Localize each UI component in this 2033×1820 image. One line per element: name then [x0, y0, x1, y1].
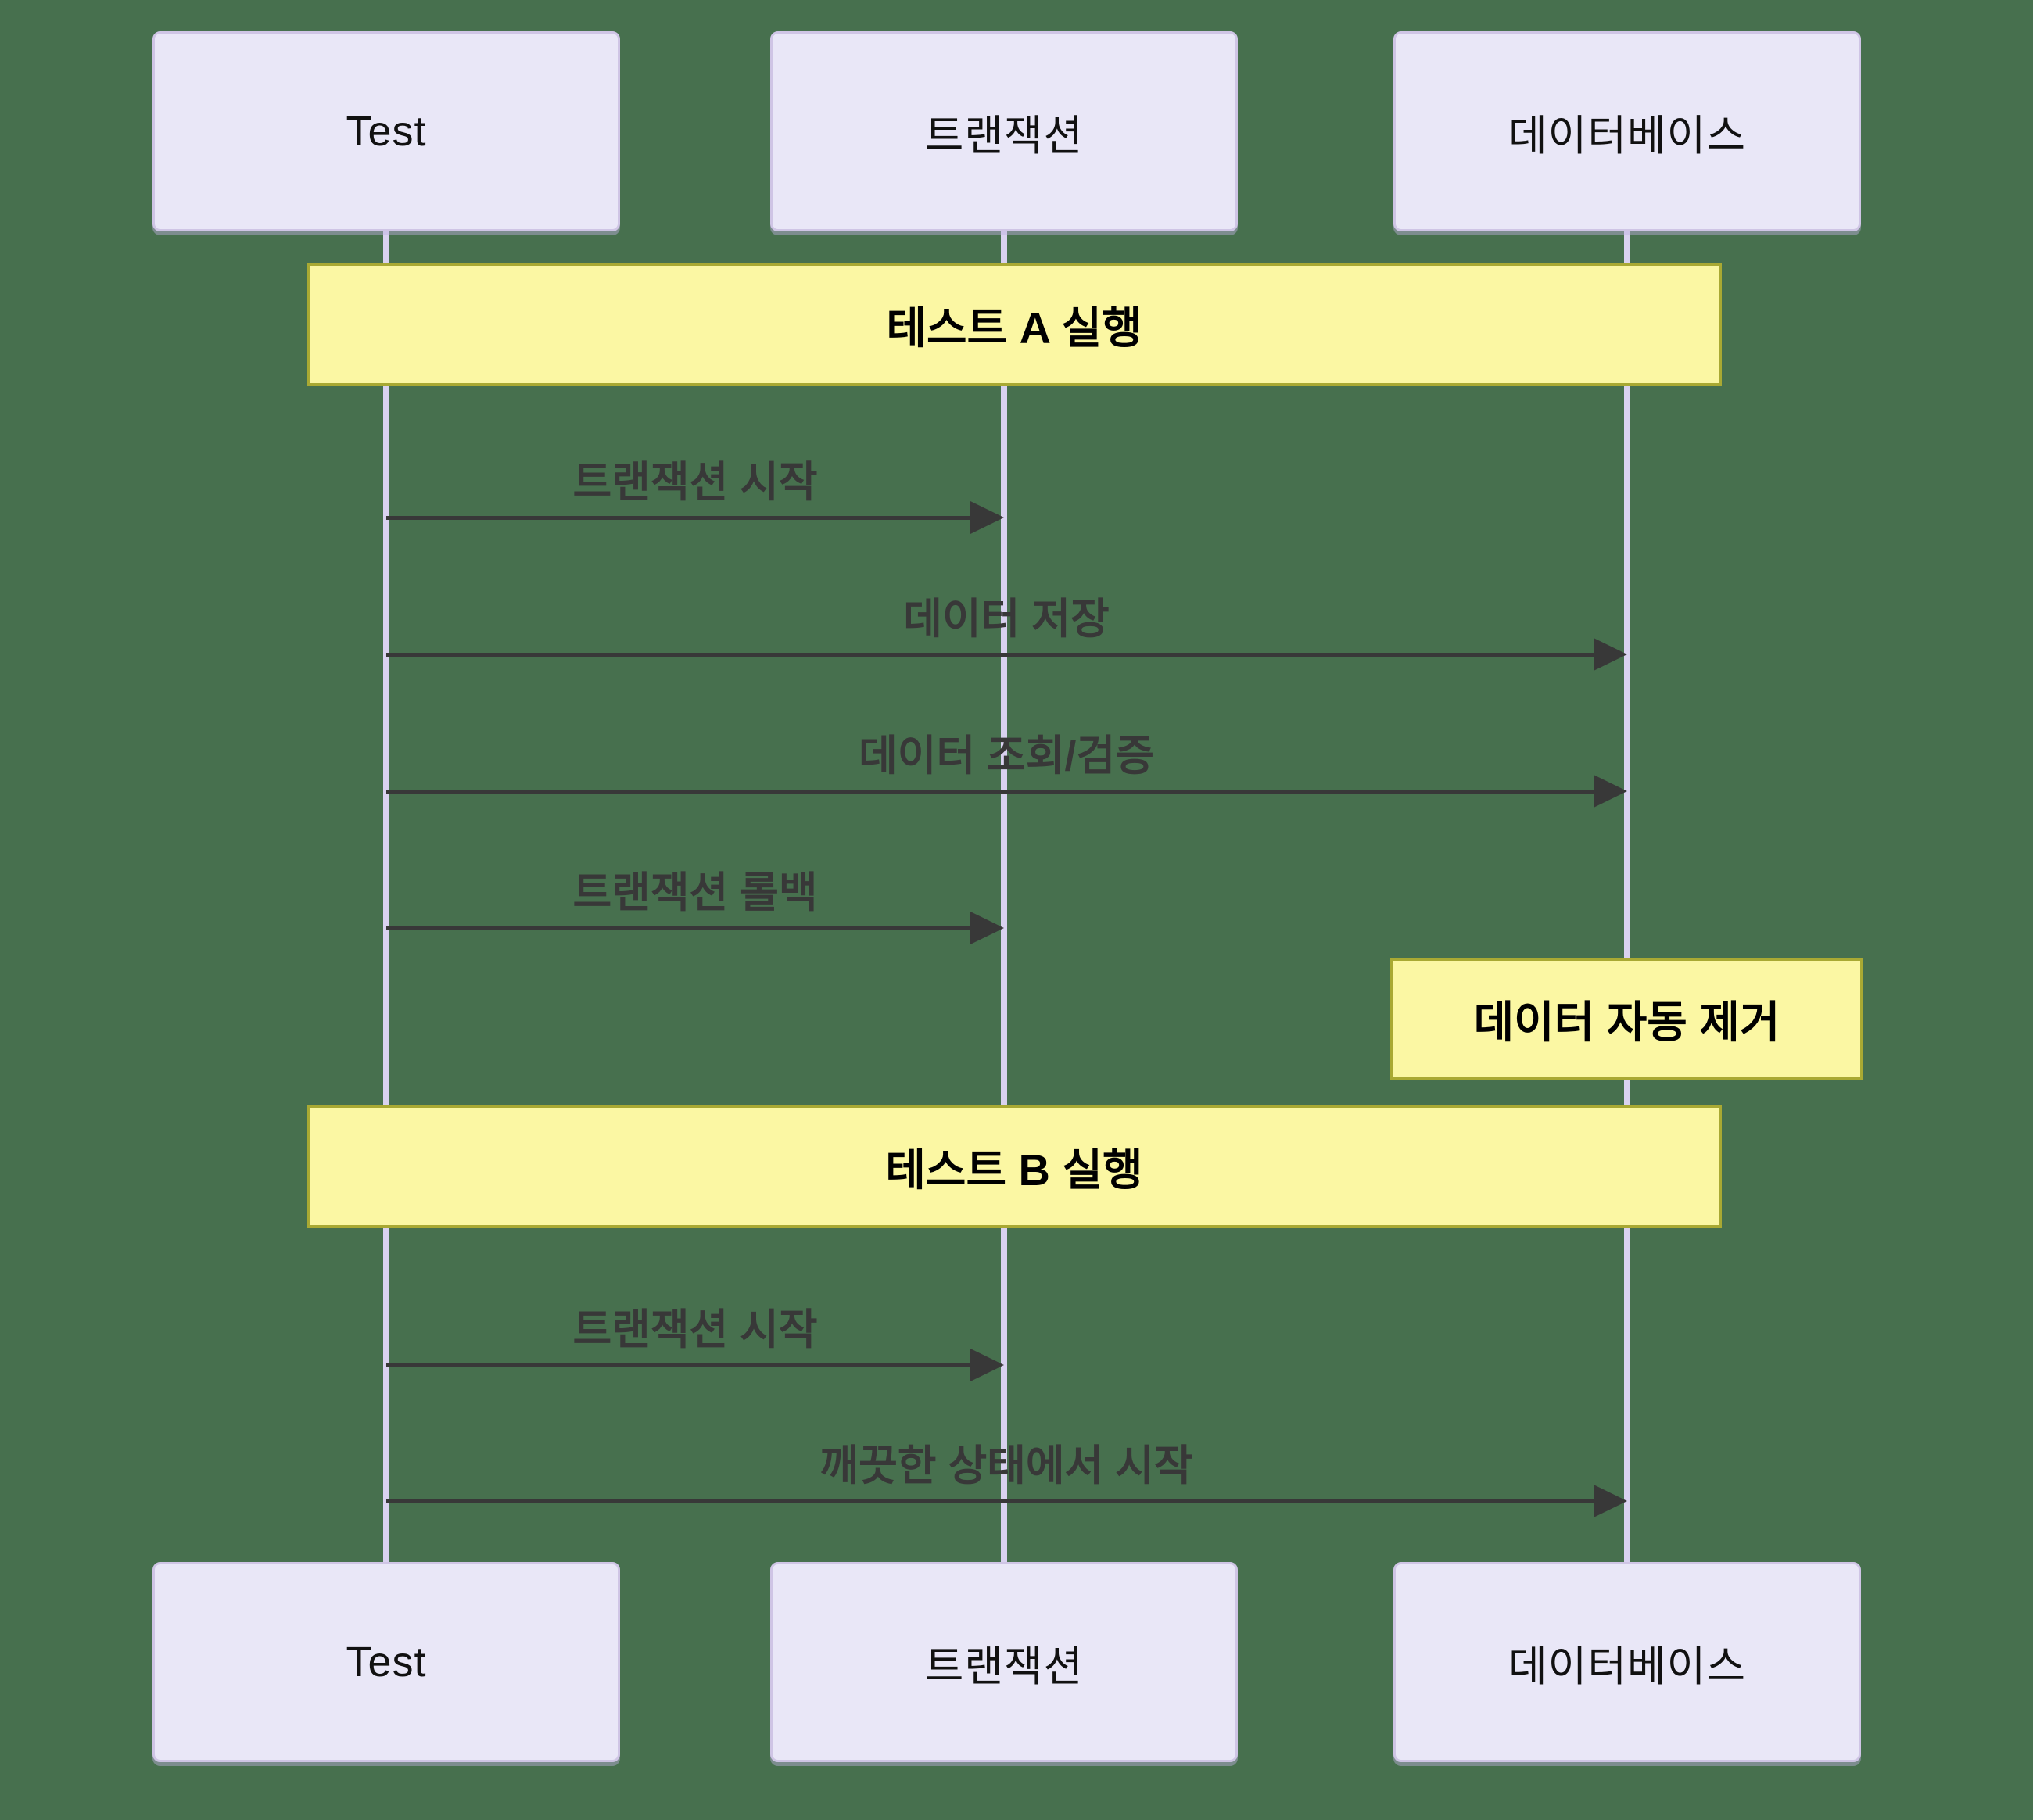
- note-label: 데이터 자동 제거: [1473, 998, 1780, 1047]
- highlight-band-test-b: 테스트 B 실행: [307, 1105, 1722, 1228]
- actor-box-database-bottom: 데이터베이스: [1393, 1562, 1861, 1762]
- message-line: [386, 1499, 1594, 1503]
- actor-label-test: Test: [346, 108, 427, 155]
- actor-label-database: 데이터베이스: [1508, 1643, 1747, 1690]
- actor-box-test-bottom: Test: [152, 1562, 620, 1762]
- lifeline-database: [1624, 231, 1630, 1562]
- lifeline-test: [383, 231, 389, 1562]
- message-label: 트랜잭션 시작: [572, 459, 818, 506]
- actor-label-database: 데이터베이스: [1508, 112, 1747, 159]
- message-arrowhead: [970, 1349, 1004, 1381]
- message-line: [386, 516, 971, 520]
- message-line: [386, 926, 971, 930]
- highlight-band-test-a: 테스트 A 실행: [307, 263, 1722, 386]
- message-label: 트랜잭션 시작: [572, 1306, 818, 1353]
- message-label: 데이터 조회/검증: [859, 733, 1154, 779]
- actor-box-transaction-bottom: 트랜잭션: [770, 1562, 1238, 1762]
- actor-label-transaction: 트랜잭션: [924, 1643, 1084, 1690]
- band-label-test-a: 테스트 A 실행: [886, 303, 1142, 353]
- note-data-auto-remove: 데이터 자동 제거: [1390, 958, 1863, 1080]
- actor-box-test-top: Test: [152, 31, 620, 231]
- actor-box-transaction-top: 트랜잭션: [770, 31, 1238, 231]
- band-label-test-b: 테스트 B 실행: [885, 1145, 1143, 1195]
- message-label: 트랜잭션 롤백: [572, 869, 818, 916]
- message-label: 데이터 저장: [903, 596, 1110, 643]
- actor-label-transaction: 트랜잭션: [924, 112, 1084, 159]
- message-line: [386, 790, 1594, 794]
- message-line: [386, 653, 1594, 657]
- lifeline-transaction: [1001, 231, 1007, 1562]
- actor-label-test: Test: [346, 1639, 427, 1686]
- message-arrowhead: [970, 912, 1004, 944]
- message-arrowhead: [1594, 1485, 1627, 1517]
- message-label: 깨끗한 상태에서 시작: [819, 1442, 1193, 1489]
- actor-box-database-top: 데이터베이스: [1393, 31, 1861, 231]
- message-line: [386, 1363, 971, 1367]
- message-arrowhead: [1594, 775, 1627, 808]
- message-arrowhead: [1594, 638, 1627, 671]
- message-arrowhead: [970, 501, 1004, 534]
